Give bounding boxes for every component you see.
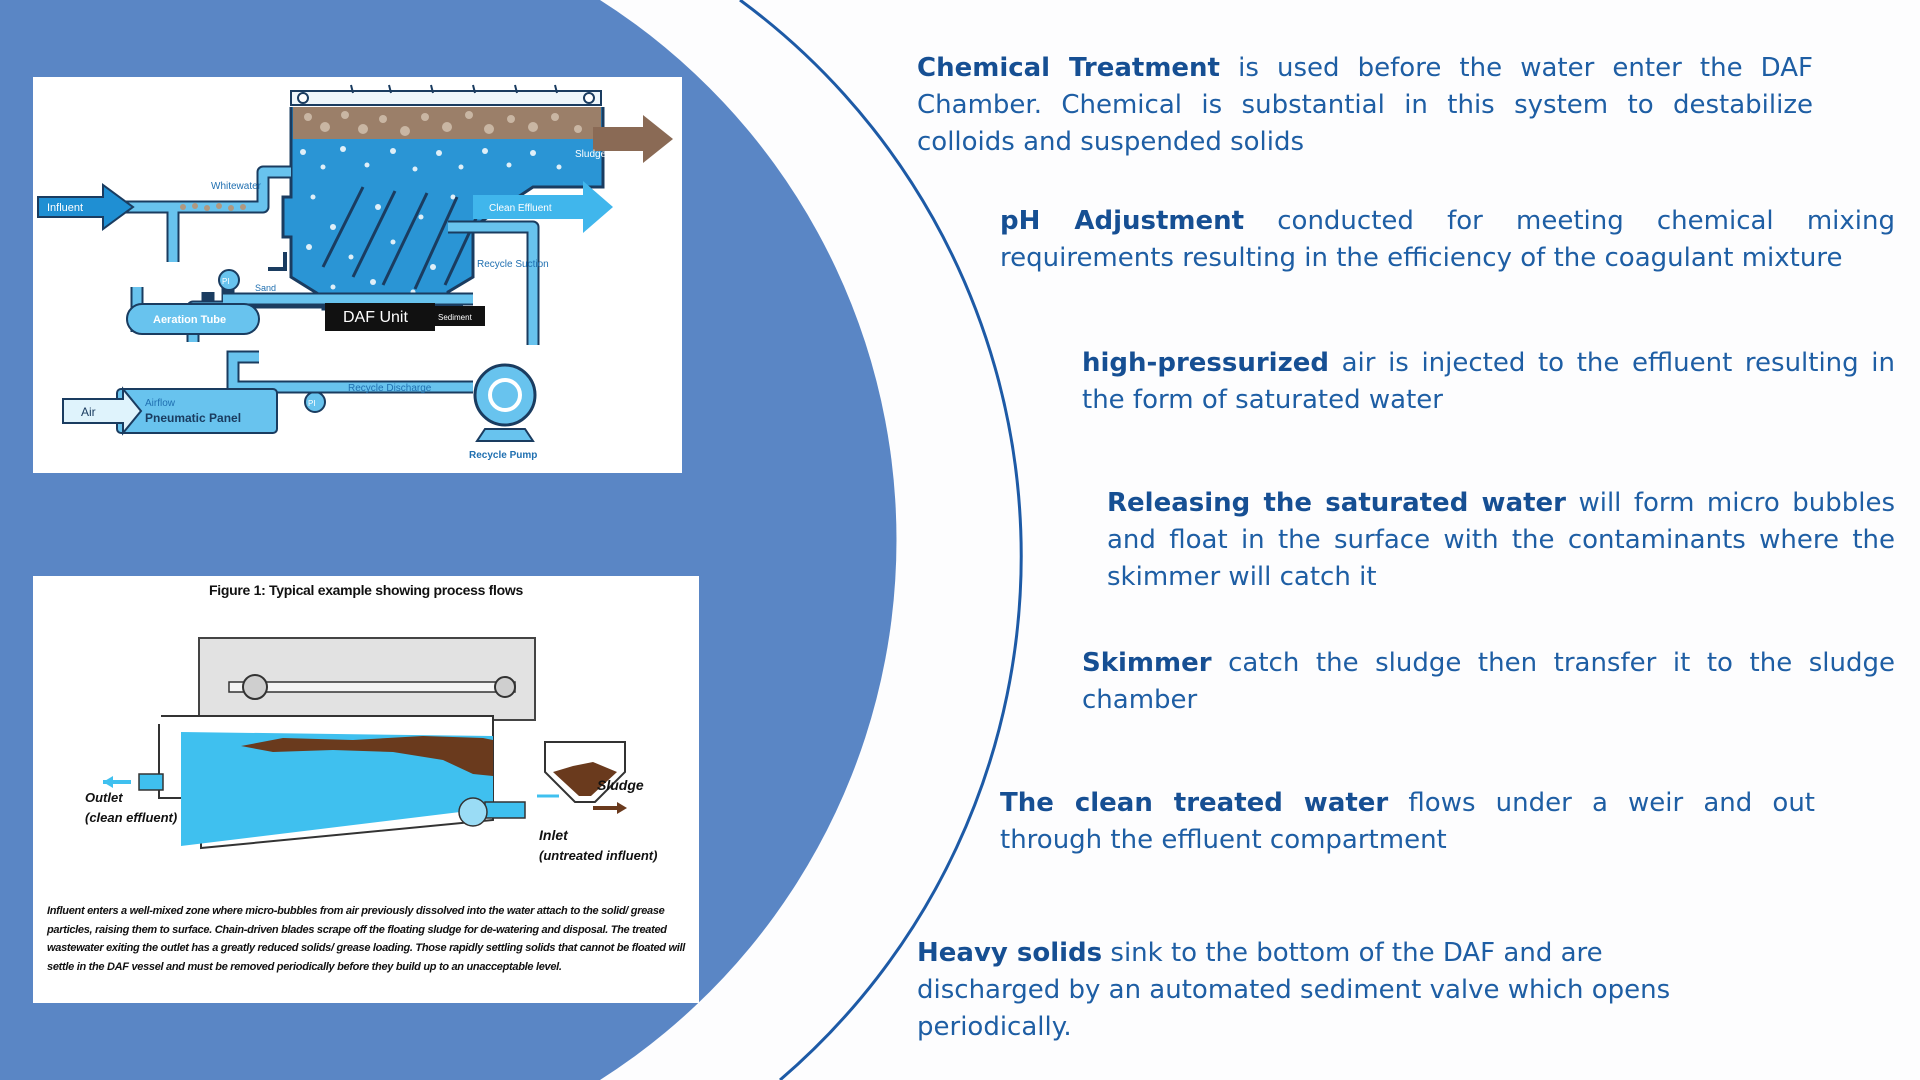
daf-unit-box	[325, 303, 435, 331]
daf-schematic: Influent Whitewater Sludge Clean Effluen…	[37, 84, 673, 461]
pump-rotor-icon	[488, 378, 522, 412]
outlet-arrowhead-icon	[103, 776, 113, 788]
recycle-pump	[473, 363, 537, 427]
daf-schematic-figure: Influent Whitewater Sludge Clean Effluen…	[33, 77, 682, 473]
pi-top-label: PI	[222, 277, 230, 286]
pneumatic-panel-label: Pneumatic Panel	[145, 411, 241, 425]
sludge-label: Sludge	[597, 777, 644, 793]
inlet-sub-label: (untreated influent)	[539, 848, 657, 863]
sludge-arrowhead-icon	[617, 802, 627, 814]
sludge-label: Sludge	[575, 149, 607, 160]
step-heading: Releasing the saturated water	[1107, 488, 1566, 518]
step-high-pressure-air: high-pressurized air is injected to the …	[1082, 345, 1895, 419]
vessel-water	[181, 732, 493, 846]
whitewater-label: Whitewater	[211, 181, 262, 192]
step-text: will form micro bubbles and float in the…	[1107, 488, 1895, 592]
inlet-pipe	[484, 801, 526, 819]
aeration-tube	[126, 303, 260, 335]
step-text: air is injected to the effluent resultin…	[1082, 348, 1895, 415]
outlet-sub-label: (clean effluent)	[85, 810, 177, 825]
pressure-gauge-top	[218, 269, 240, 291]
step-heading: high-pressurized	[1082, 348, 1329, 378]
micro-bubbles	[300, 146, 562, 295]
outlet-pipe	[138, 773, 164, 791]
inlet-label: Inlet	[539, 827, 569, 843]
step-text: catch the sludge then transfer it to the…	[1082, 648, 1895, 715]
recycle-discharge-pipe	[228, 352, 473, 392]
step-heavy-solids: Heavy solids sink to the bottom of the D…	[917, 935, 1752, 1046]
skimmer-blades	[350, 84, 558, 94]
airflow-label: Airflow	[145, 398, 176, 409]
air-arrow	[62, 386, 143, 436]
inlet-diffuser	[458, 797, 488, 827]
drive-sprocket-right	[494, 676, 516, 698]
step-release-saturated-water: Releasing the saturated water will form …	[1107, 485, 1895, 596]
sediment-label: Sediment	[438, 313, 473, 322]
step-heading: Chemical Treatment	[917, 53, 1220, 83]
sludge-blanket	[241, 736, 493, 776]
air-label: Air	[81, 405, 96, 419]
pump-base	[475, 428, 535, 442]
step-text: sink to the bottom of the DAF and are di…	[917, 938, 1671, 1042]
skimmer-chain	[290, 90, 602, 106]
skimmer-sprocket-left	[297, 92, 309, 104]
recycle-suction-label: Recycle Suction	[477, 259, 549, 270]
scraper-chain	[228, 681, 516, 693]
figure-title: Figure 1: Typical example showing proces…	[209, 582, 523, 598]
daf-unit-label: DAF Unit	[343, 309, 408, 326]
outlet-label: Outlet	[85, 790, 123, 805]
step-heading: pH Adjustment	[1000, 206, 1245, 236]
figure-caption: Influent enters a well-mixed zone where …	[47, 905, 685, 973]
hopper-sludge	[553, 762, 617, 796]
drive-sprocket-left	[242, 674, 268, 700]
process-flow-figure: Figure 1: Typical example showing proces…	[33, 576, 699, 1003]
step-text: flows under a weir and out through the e…	[1000, 788, 1815, 855]
step-heading: Heavy solids	[917, 938, 1103, 968]
clean-effluent-label: Clean Effluent	[489, 203, 552, 214]
whitewater-particles	[180, 203, 246, 211]
process-flow-diagram: Outlet (clean effluent) Sludge Inlet (un…	[85, 637, 657, 863]
step-skimmer: Skimmer catch the sludge then transfer i…	[1082, 645, 1895, 719]
step-heading: Skimmer	[1082, 648, 1212, 678]
recycle-discharge-label: Recycle Discharge	[348, 383, 432, 394]
pi-bottom-label: PI	[308, 399, 316, 408]
step-chemical-treatment: Chemical Treatment is used before the wa…	[917, 50, 1813, 161]
step-text: conducted for meeting chemical mixing re…	[1000, 206, 1895, 273]
sludge-arrow	[593, 115, 673, 163]
sand-outlet	[268, 252, 287, 271]
sand-label: Sand	[255, 283, 276, 293]
divider-arc	[739, 0, 1023, 1080]
step-text: is used before the water enter the DAF C…	[917, 53, 1813, 157]
recycle-pump-label: Recycle Pump	[469, 450, 537, 461]
sediment-box	[435, 306, 485, 326]
step-ph-adjustment: pH Adjustment conducted for meeting chem…	[1000, 203, 1895, 277]
clean-effluent-arrow	[473, 181, 613, 233]
influent-label: Influent	[47, 202, 83, 214]
skimmer-sprocket-right	[583, 92, 595, 104]
step-heading: The clean treated water	[1000, 788, 1389, 818]
sludge-particles	[304, 111, 582, 136]
step-clean-water: The clean treated water flows under a we…	[1000, 785, 1815, 859]
aeration-tube-label: Aeration Tube	[153, 314, 226, 326]
influent-arrow	[37, 183, 135, 231]
